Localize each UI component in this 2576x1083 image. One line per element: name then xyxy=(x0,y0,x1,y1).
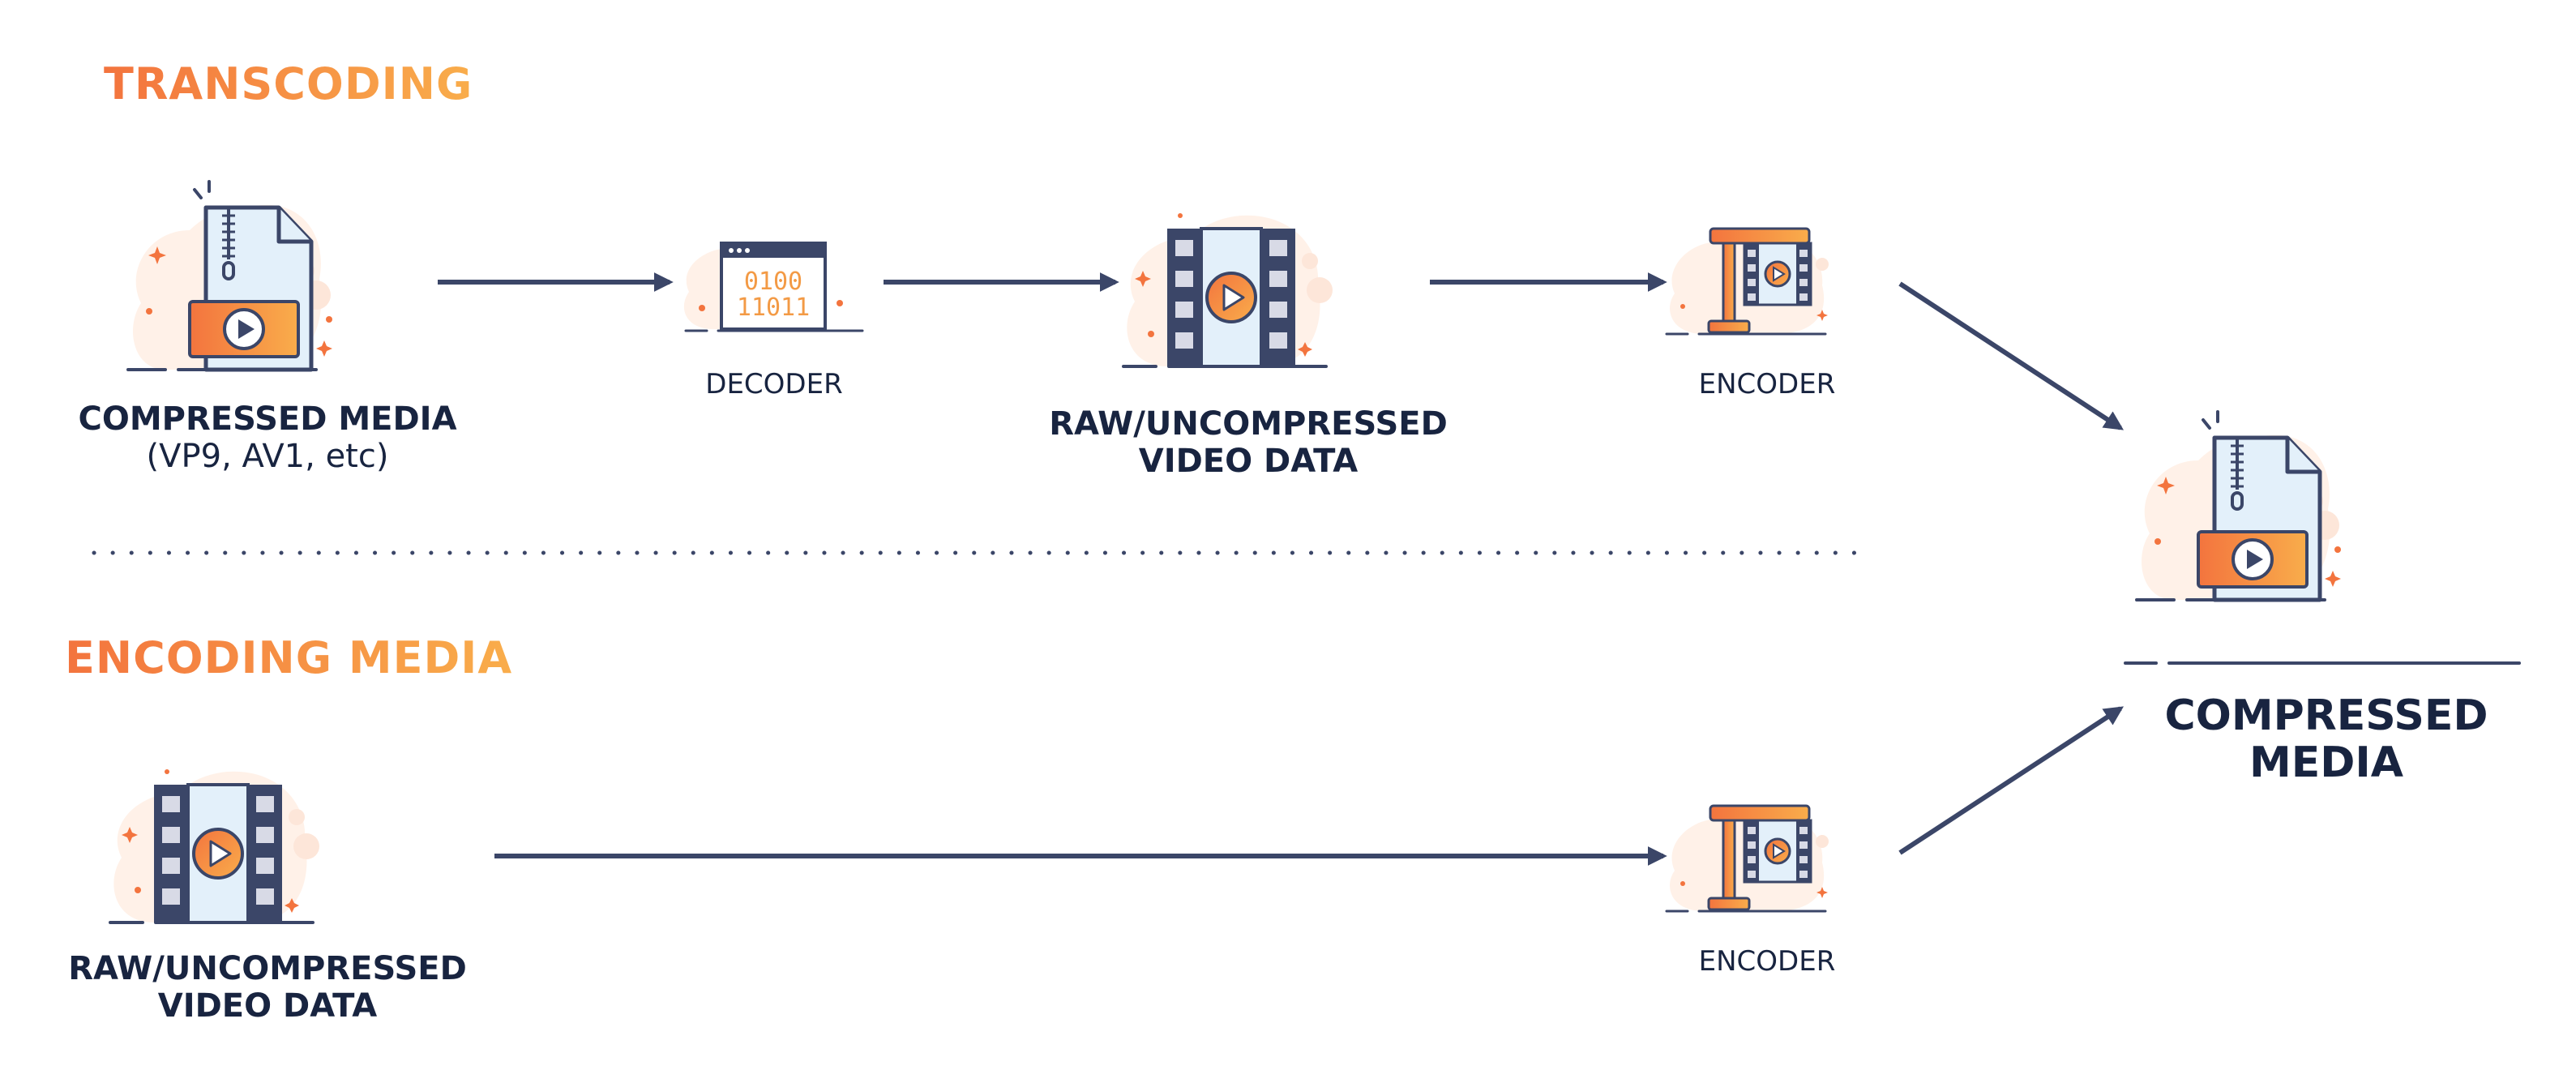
compressed-media-icon xyxy=(128,182,332,370)
decoder-code-line-1: 0100 xyxy=(744,268,802,296)
raw-video-label-bottom-line-1: RAW/UNCOMPRESSED xyxy=(68,950,467,987)
output-compressed-media-icon xyxy=(2137,412,2341,600)
raw-video-label-line-2: VIDEO DATA xyxy=(1138,443,1359,480)
encoder-icon-top xyxy=(1665,227,1830,336)
output-label-line-2: MEDIA xyxy=(2249,738,2404,787)
encoding-media-title: ENCODING MEDIA xyxy=(65,632,513,683)
raw-video-label-bottom-line-2: VIDEO DATA xyxy=(157,987,378,1025)
encoder-label-bottom: ENCODER xyxy=(1698,945,1836,978)
compressed-media-label: COMPRESSED MEDIA (VP9, AV1, etc) xyxy=(65,400,470,475)
raw-video-label-line-1: RAW/UNCOMPRESSED xyxy=(1049,405,1448,443)
output-label-line-1: COMPRESSED xyxy=(2164,691,2488,740)
compressed-media-label-text: COMPRESSED MEDIA xyxy=(78,400,457,438)
raw-video-label-bottom: RAW/UNCOMPRESSED VIDEO DATA xyxy=(49,950,486,1025)
output-compressed-media-label: COMPRESSED MEDIA xyxy=(2124,692,2529,786)
raw-video-film-icon-bottom xyxy=(109,768,321,924)
encoder-label-top: ENCODER xyxy=(1698,368,1836,400)
raw-video-film-icon xyxy=(1122,212,1334,368)
compressed-media-sublabel: (VP9, AV1, etc) xyxy=(146,438,389,475)
encoder-icon-bottom xyxy=(1665,804,1830,913)
transcoding-title: TRANSCODING xyxy=(104,58,473,109)
decoder-icon: 0100 11011 xyxy=(683,242,864,332)
arrow-encoder-to-output xyxy=(1898,281,2125,430)
arrow-encoder-bottom-to-output xyxy=(1898,706,2125,855)
decoder-label: DECODER xyxy=(705,368,843,400)
decoder-code-line-2: 11011 xyxy=(737,293,810,322)
raw-video-label: RAW/UNCOMPRESSED VIDEO DATA xyxy=(1021,405,1475,480)
